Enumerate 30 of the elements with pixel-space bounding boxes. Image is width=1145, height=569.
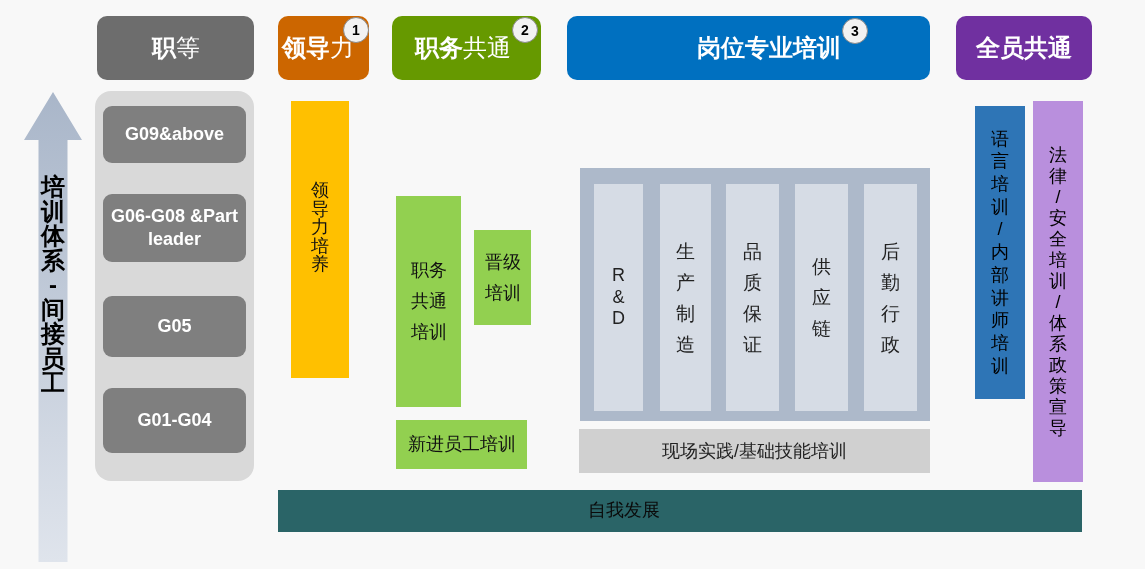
upward-arrow [24,92,82,562]
department-column: R&D [594,184,643,411]
department-column: 供应链 [795,184,848,411]
department-column: 生产制造 [660,184,711,411]
training-block: 职务共通培训 [396,196,461,407]
grade-box: G01-G04 [103,388,246,453]
header-title: 职务共通 [414,33,511,63]
training-block: 晋级培训 [474,230,531,325]
training-block: 语言培训/内部讲师培训 [975,106,1025,399]
arrow-label: 培训体系-间接员工 [39,175,66,396]
grade-box: G09&above [103,106,246,163]
training-block: 新进员工培训 [396,420,527,469]
category-header: 职等 [97,16,254,80]
training-band: 现场实践/基础技能培训 [579,429,930,473]
training-block: 领导力培养 [291,101,349,378]
department-frame [580,168,930,421]
grade-box: G06-G08 &Part leader [103,194,246,262]
training-block: 法律/安全培训/体系政策宣导 [1033,101,1083,482]
header-title: 岗位专业培训 [696,33,841,63]
grade-box: G05 [103,296,246,357]
number-badge: 2 [512,17,538,43]
category-header [567,16,930,80]
number-badge: 3 [842,18,868,44]
grade-panel [95,91,254,481]
department-column: 后勤行政 [864,184,917,411]
training-band: 自我发展 [278,490,1082,532]
department-column: 品质保证 [726,184,779,411]
category-header [278,16,369,80]
category-header: 全员共通 [956,16,1092,80]
category-header [392,16,541,80]
